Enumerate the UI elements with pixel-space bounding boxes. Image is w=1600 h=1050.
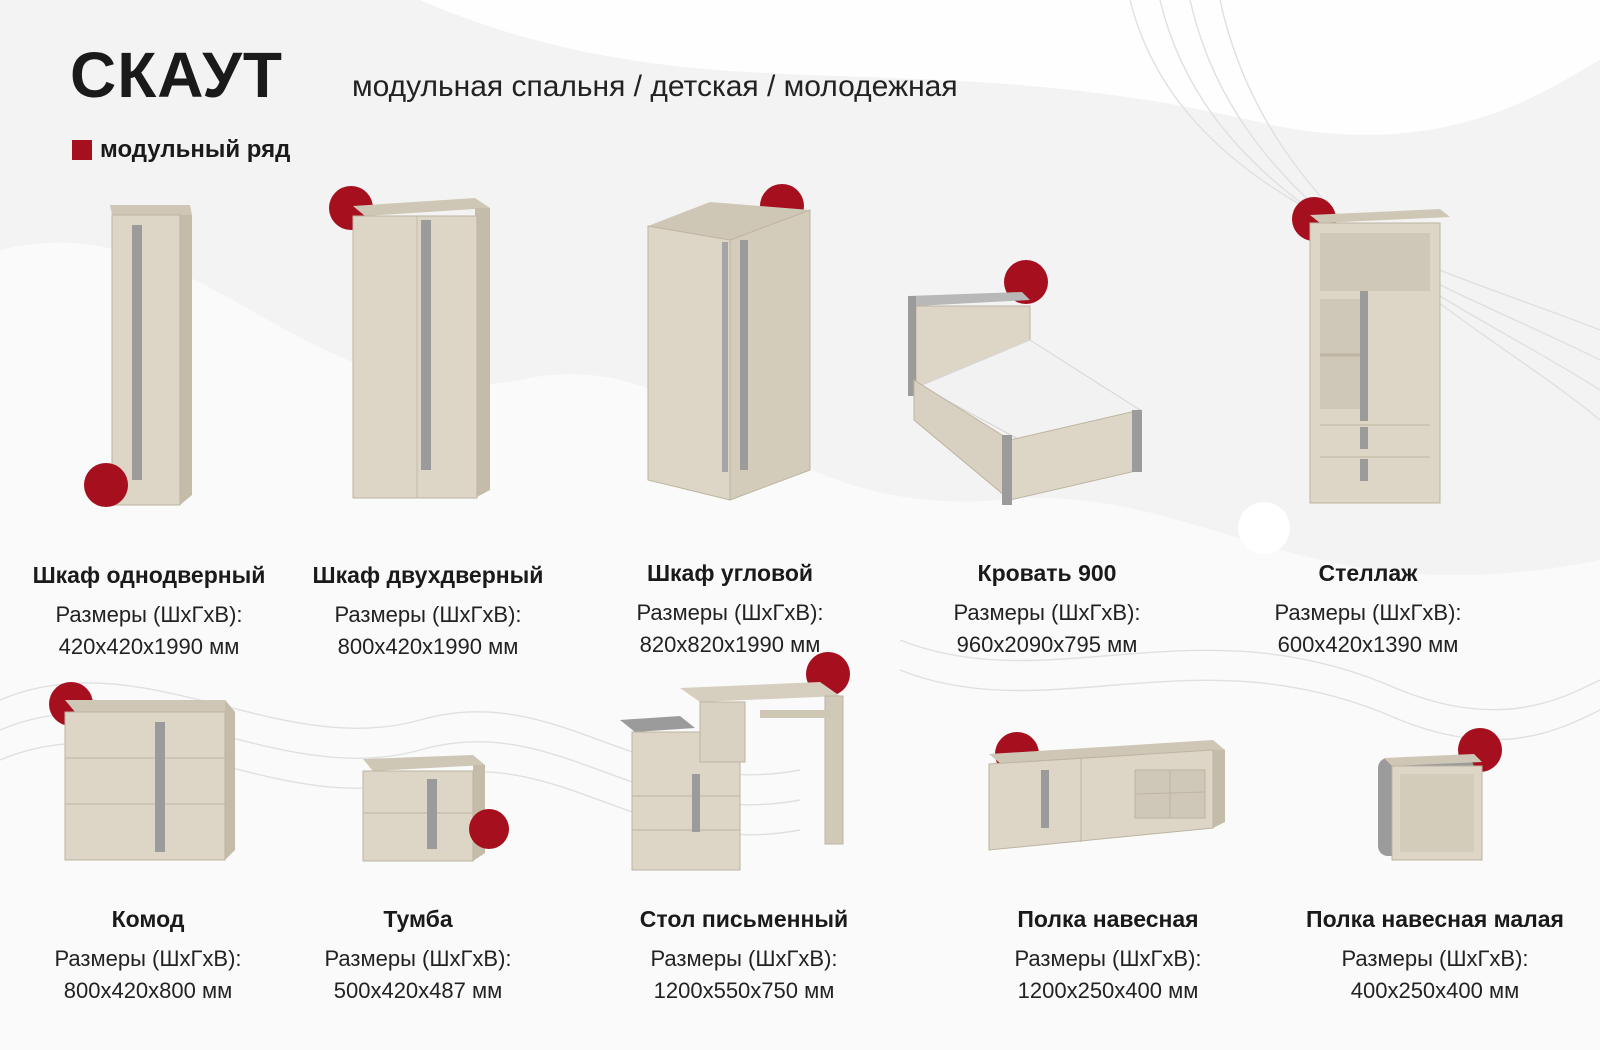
- wardrobe-double-image: [329, 186, 490, 499]
- product-name: Тумба: [383, 906, 453, 932]
- product-name: Полка навесная малая: [1306, 906, 1564, 932]
- page-subtitle: модульная спальня / детская / молодежная: [352, 70, 958, 103]
- product-size: 600х420х1390 мм: [1277, 632, 1459, 657]
- product-size-label: Размеры (ШхГхВ):: [650, 946, 838, 971]
- product-name: Полка навесная: [1017, 906, 1199, 932]
- product-size-label: Размеры (ШхГхВ):: [636, 600, 824, 625]
- legend-label: модульный ряд: [100, 136, 291, 163]
- product-size-label: Размеры (ШхГхВ):: [1014, 946, 1202, 971]
- product-name: Шкаф однодверный: [32, 562, 266, 588]
- product-size: 820х820х1990 мм: [639, 632, 821, 657]
- product-size: 1200х550х750 мм: [653, 978, 835, 1003]
- product-size: 960х2090х795 мм: [956, 632, 1138, 657]
- product-size-label: Размеры (ШхГхВ):: [324, 946, 512, 971]
- product-size-label: Размеры (ШхГхВ):: [54, 946, 242, 971]
- product-name: Стеллаж: [1318, 560, 1418, 586]
- wardrobe-single-image: [84, 205, 192, 507]
- page-title: СКАУТ: [70, 39, 283, 111]
- product-name: Стол письменный: [639, 906, 849, 932]
- product-name: Шкаф угловой: [646, 560, 814, 586]
- shelving-image: [1292, 197, 1450, 504]
- product-name: Комод: [111, 906, 185, 932]
- product-size-label: Размеры (ШхГхВ):: [334, 602, 522, 627]
- product-size: 400х250х400 мм: [1350, 978, 1520, 1003]
- dresser-image: [49, 682, 235, 861]
- product-size-label: Размеры (ШхГхВ):: [953, 600, 1141, 625]
- product-name: Шкаф двухдверный: [312, 562, 544, 588]
- product-size: 500х420х487 мм: [333, 978, 503, 1003]
- wall-shelf-image: [988, 732, 1225, 851]
- nightstand-image: [362, 755, 509, 862]
- product-size-label: Размеры (ШхГхВ):: [1274, 600, 1462, 625]
- product-size: 800х420х800 мм: [63, 978, 233, 1003]
- wall-shelf-small-image: [1378, 728, 1502, 861]
- product-size-label: Размеры (ШхГхВ):: [1341, 946, 1529, 971]
- product-size: 800х420х1990 мм: [337, 634, 519, 659]
- product-size: 420х420х1990 мм: [58, 634, 240, 659]
- product-size: 1200х250х400 мм: [1017, 978, 1199, 1003]
- product-name: Кровать 900: [977, 560, 1117, 586]
- wardrobe-corner-image: [647, 184, 811, 501]
- legend: модульный ряд: [72, 136, 290, 164]
- bed-image: [908, 260, 1142, 505]
- product-size-label: Размеры (ШхГхВ):: [55, 602, 243, 627]
- desk-image: [620, 652, 850, 871]
- legend-marker: [72, 140, 92, 160]
